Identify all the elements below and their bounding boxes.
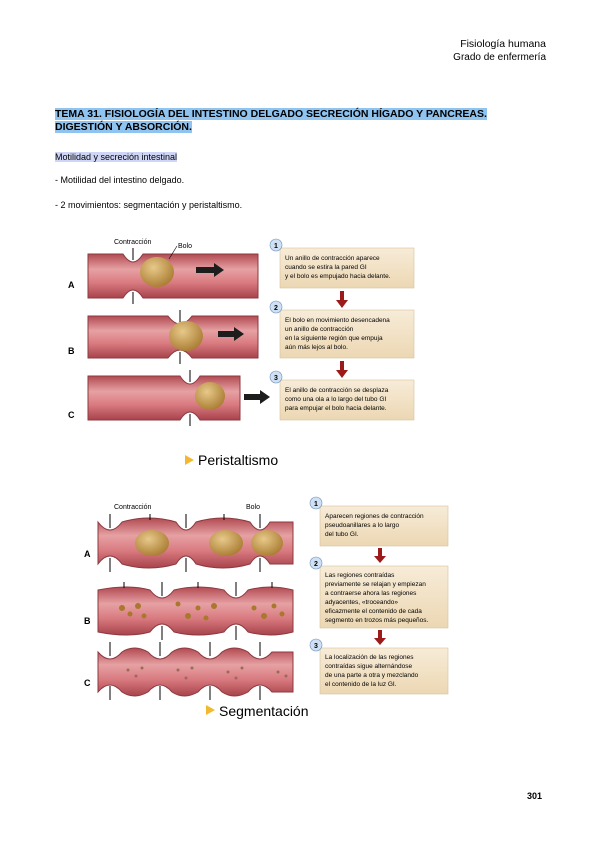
step-text-line: un anillo de contracción (285, 326, 354, 333)
document-header: Fisiología humana Grado de enfermería (453, 38, 546, 64)
step-text-line: para empujar el bolo hacia delante. (285, 405, 387, 412)
step-text-line: y el bolo es empujado hacia delante. (285, 273, 391, 280)
bullet-motility: - Motilidad del intestino delgado. (55, 175, 185, 185)
step-text-line: a contraerse ahora las regiones (325, 590, 417, 597)
step-number: 3 (314, 643, 318, 650)
row-letter: A (68, 280, 75, 290)
right-arrow-icon (196, 263, 224, 277)
bolus (140, 257, 174, 287)
contraction-label: Contracción (114, 504, 151, 511)
row-letter: B (84, 616, 91, 626)
row-letter: C (68, 410, 75, 420)
step-text-line: previamente se relajan y empiezan (325, 581, 426, 588)
step-number: 2 (274, 305, 278, 312)
peristalsis-row-a: A Contracción Bolo (68, 239, 259, 304)
section-subheading: Motilidad y secreción intestinal (55, 152, 178, 162)
peristalsis-diagram: A Contracción Bolo B C 1 Un anillo de co… (68, 238, 415, 468)
down-arrow-icon (336, 291, 348, 308)
chapter-title: TEMA 31. FISIOLOGÍA DEL INTESTINO DELGAD… (55, 108, 525, 134)
bolus-label: Bolo (178, 243, 192, 250)
down-arrow-icon (374, 630, 386, 645)
page-number: 301 (526, 791, 542, 801)
segmentation-step-2: 2 Las regiones contraídas previamente se… (309, 556, 449, 629)
row-letter: C (84, 678, 91, 688)
step-text-line: Las regiones contraídas (325, 572, 395, 579)
segmentation-step-1: 1 Aparecen regiones de contracción pseud… (309, 496, 449, 547)
bullet-movements: - 2 movimientos: segmentación y peristal… (55, 200, 243, 210)
right-arrow-icon (218, 327, 244, 341)
segmentation-diagram: A Contracción Bolo B (84, 496, 449, 719)
section-subheading-text: Motilidad y secreción intestinal (55, 152, 178, 162)
step-number: 1 (274, 243, 278, 250)
step-text-line: del tubo GI. (325, 531, 359, 538)
segmentation-step-3: 3 La localización de las regiones contra… (309, 638, 449, 695)
segmentation-row-c: C (84, 642, 294, 700)
step-text-line: eficazmente el contenido de cada (325, 608, 422, 615)
bolus-label: Bolo (246, 504, 260, 511)
bolus (169, 321, 203, 351)
down-arrow-icon (336, 361, 348, 378)
peristalsis-step-2: 2 El bolo en movimiento desencadena un a… (269, 300, 415, 359)
bolus (209, 530, 243, 556)
step-text-line: pseudoanillares a lo largo (325, 522, 399, 529)
peristalsis-figure: A Contracción Bolo B C 1 Un anillo de co… (58, 226, 425, 474)
peristalsis-caption: Peristaltismo (198, 452, 278, 468)
peristalsis-step-1: 1 Un anillo de contracción aparece cuand… (269, 238, 415, 289)
segmentation-row-b: B (84, 582, 294, 640)
step-text-line: El bolo en movimiento desencadena (285, 317, 390, 324)
step-text-line: cuando se estira la pared GI (285, 264, 367, 271)
step-text-line: aún más lejos al bolo. (285, 344, 348, 351)
step-text-line: adyacentes, «troceando» (325, 599, 398, 606)
row-letter: B (68, 346, 75, 356)
course-title: Fisiología humana (460, 38, 546, 50)
step-text-line: en la siguiente región que empuja (285, 335, 383, 342)
bolus (195, 382, 225, 410)
step-text-line: de una parte a otra y mezclando (325, 672, 419, 679)
bolus (251, 530, 283, 556)
contraction-label: Contracción (114, 239, 151, 246)
peristalsis-row-c: C (68, 370, 270, 426)
row-letter: A (84, 549, 91, 559)
caption-triangle-icon (185, 455, 194, 465)
step-text-line: el contenido de la luz GI. (325, 681, 397, 688)
step-text-line: El anillo de contracción se desplaza (285, 387, 389, 394)
step-text-line: La localización de las regiones (325, 654, 414, 661)
segmentation-caption: Segmentación (219, 703, 309, 719)
step-number: 2 (314, 561, 318, 568)
step-number: 3 (274, 375, 278, 382)
step-number: 1 (314, 501, 318, 508)
step-text-line: segmento en trozos más pequeños. (325, 617, 429, 624)
segmentation-figure: A Contracción Bolo B (58, 494, 460, 722)
caption-triangle-icon (206, 705, 215, 715)
degree-name: Grado de enfermería (453, 52, 546, 63)
segmentation-row-a: A Contracción Bolo (84, 504, 294, 572)
step-text-line: como una ola a lo largo del tubo GI (285, 396, 386, 403)
bolus (135, 530, 169, 556)
down-arrow-icon (374, 548, 386, 563)
peristalsis-row-b: B (68, 310, 259, 364)
step-text-line: Un anillo de contracción aparece (285, 255, 380, 262)
chapter-title-text: TEMA 31. FISIOLOGÍA DEL INTESTINO DELGAD… (55, 108, 487, 133)
step-text-line: Aparecen regiones de contracción (325, 513, 424, 520)
step-text-line: contraídas sigue alternándose (325, 663, 412, 670)
right-arrow-icon (244, 390, 270, 404)
peristalsis-step-3: 3 El anillo de contracción se desplaza c… (269, 370, 415, 421)
